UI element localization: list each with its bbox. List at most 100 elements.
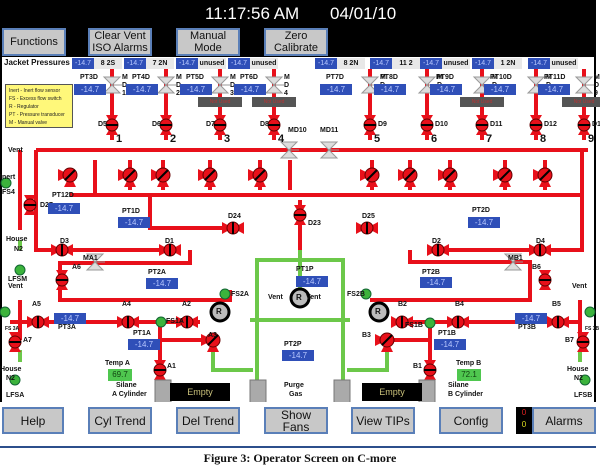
manual-valve-md3[interactable] xyxy=(210,76,230,94)
valve-d12[interactable] xyxy=(529,115,543,135)
valve-d15[interactable] xyxy=(151,167,171,187)
pt-value: -14.7 xyxy=(180,84,212,95)
n2-label: N2 xyxy=(14,246,23,253)
valve-d14[interactable] xyxy=(118,167,138,187)
valve-a7[interactable] xyxy=(8,332,22,352)
house-b-label: House xyxy=(567,366,589,373)
a1-label: A1 xyxy=(167,363,176,370)
valve-a5[interactable] xyxy=(27,315,49,329)
pt12d-label: PT12D xyxy=(52,192,74,199)
fs4-label: FS4 xyxy=(2,189,15,196)
valve-d3[interactable] xyxy=(51,243,73,257)
valve-b2[interactable] xyxy=(391,315,413,329)
manual-valve-md2[interactable] xyxy=(156,76,176,94)
a2-label: A2 xyxy=(182,301,191,308)
not-used-badge: Not Used xyxy=(562,97,600,107)
manual-letter-m: M xyxy=(230,74,236,81)
d23-label: D23 xyxy=(308,220,321,227)
house-label: House xyxy=(6,236,28,243)
manual-number: 9 xyxy=(594,90,598,97)
valve-d1[interactable] xyxy=(159,243,181,257)
valve-b6[interactable] xyxy=(538,270,552,290)
manual-letter-d: D xyxy=(594,82,600,89)
valve-d24[interactable] xyxy=(222,221,244,235)
valve-d26[interactable] xyxy=(58,167,78,187)
del-trend-button[interactable]: Del Trend xyxy=(176,407,240,434)
valve-d25[interactable] xyxy=(356,221,378,235)
valve-a1[interactable] xyxy=(153,360,167,380)
a5-label: A5 xyxy=(32,301,41,308)
valve-d6[interactable] xyxy=(159,115,173,135)
valve-d4[interactable] xyxy=(529,243,551,257)
valve-b1[interactable] xyxy=(423,360,437,380)
show-fans-button[interactable]: Show Fans xyxy=(264,407,328,434)
manual-valve-md4[interactable] xyxy=(264,76,284,94)
b3-purge xyxy=(347,345,389,372)
valve-d19[interactable] xyxy=(398,167,418,187)
valve-d21[interactable] xyxy=(493,167,513,187)
lfsa-label: LFSA xyxy=(6,392,25,399)
clear-vent-iso-alarms-button[interactable]: Clear Vent ISO Alarms xyxy=(88,28,152,56)
valve-a6[interactable] xyxy=(55,270,69,290)
manual-valve-md9[interactable] xyxy=(574,76,594,94)
valve-a2[interactable] xyxy=(176,315,198,329)
help-button[interactable]: Help xyxy=(2,407,64,434)
pt1p-label: PT1P xyxy=(296,266,314,273)
valve-d2[interactable] xyxy=(427,243,449,257)
pt-label: PT4D xyxy=(132,74,150,81)
manual-valve-mb1[interactable] xyxy=(503,253,523,271)
valve-d13[interactable] xyxy=(577,115,591,135)
valve-d7[interactable] xyxy=(213,115,227,135)
manual-valve-md11[interactable] xyxy=(319,141,339,159)
manual-valve-md10[interactable] xyxy=(279,141,299,159)
valve-d20[interactable] xyxy=(438,167,458,187)
manual-mode-button[interactable]: Manual Mode xyxy=(176,28,240,56)
branch-number: 8 xyxy=(540,133,547,145)
pt2a-label: PT2A xyxy=(148,269,166,276)
vent-a-label: Vent xyxy=(8,283,23,290)
valve-a4[interactable] xyxy=(117,315,139,329)
valve-b4[interactable] xyxy=(447,315,469,329)
pt-label: PT6D xyxy=(240,74,258,81)
d27-label: D27 xyxy=(40,202,53,209)
config-button[interactable]: Config xyxy=(439,407,503,434)
lfsa-indicator xyxy=(9,374,21,386)
jacket-pressure-name: 1 2N xyxy=(494,58,522,69)
valve-d23[interactable] xyxy=(293,205,307,225)
valve-b7[interactable] xyxy=(576,332,590,352)
valve-d9[interactable] xyxy=(363,115,377,135)
legend-entry: FS - Excess flow switch xyxy=(9,96,62,102)
fs3a-indicator xyxy=(0,306,11,318)
manual-valve-md1[interactable] xyxy=(102,76,122,94)
valve-d17[interactable] xyxy=(248,167,268,187)
valve-d27[interactable] xyxy=(23,195,37,215)
lfsm-label: LFSM xyxy=(8,276,28,283)
alarms-button[interactable]: Alarms xyxy=(532,407,596,434)
md10-label: MD10 xyxy=(288,127,307,134)
valve-d18[interactable] xyxy=(360,167,380,187)
regulator-letter: R xyxy=(375,307,381,316)
functions-button[interactable]: Functions xyxy=(2,28,66,56)
pt2b-label: PT2B xyxy=(422,269,440,276)
valve-d8[interactable] xyxy=(267,115,281,135)
valve-d16[interactable] xyxy=(198,167,218,187)
valve-d22[interactable] xyxy=(533,167,553,187)
fs2a-indicator xyxy=(219,288,231,300)
temp-a-label: Temp A xyxy=(105,360,130,367)
manual-letter-d: D xyxy=(176,82,182,89)
manual-valve-ma1[interactable] xyxy=(85,253,105,271)
valve-d5[interactable] xyxy=(105,115,119,135)
valve-a3[interactable] xyxy=(201,332,221,352)
valve-b5[interactable] xyxy=(547,315,569,329)
view-tips-button[interactable]: View TIPs xyxy=(351,407,415,434)
valve-d11[interactable] xyxy=(475,115,489,135)
cyl-trend-button[interactable]: Cyl Trend xyxy=(88,407,152,434)
valve-d10[interactable] xyxy=(420,115,434,135)
valve-b3[interactable] xyxy=(375,332,395,352)
zero-calibrate-button[interactable]: Zero Calibrate xyxy=(264,28,328,56)
branch-number: 2 xyxy=(170,133,177,145)
fs1b-indicator xyxy=(424,317,436,329)
